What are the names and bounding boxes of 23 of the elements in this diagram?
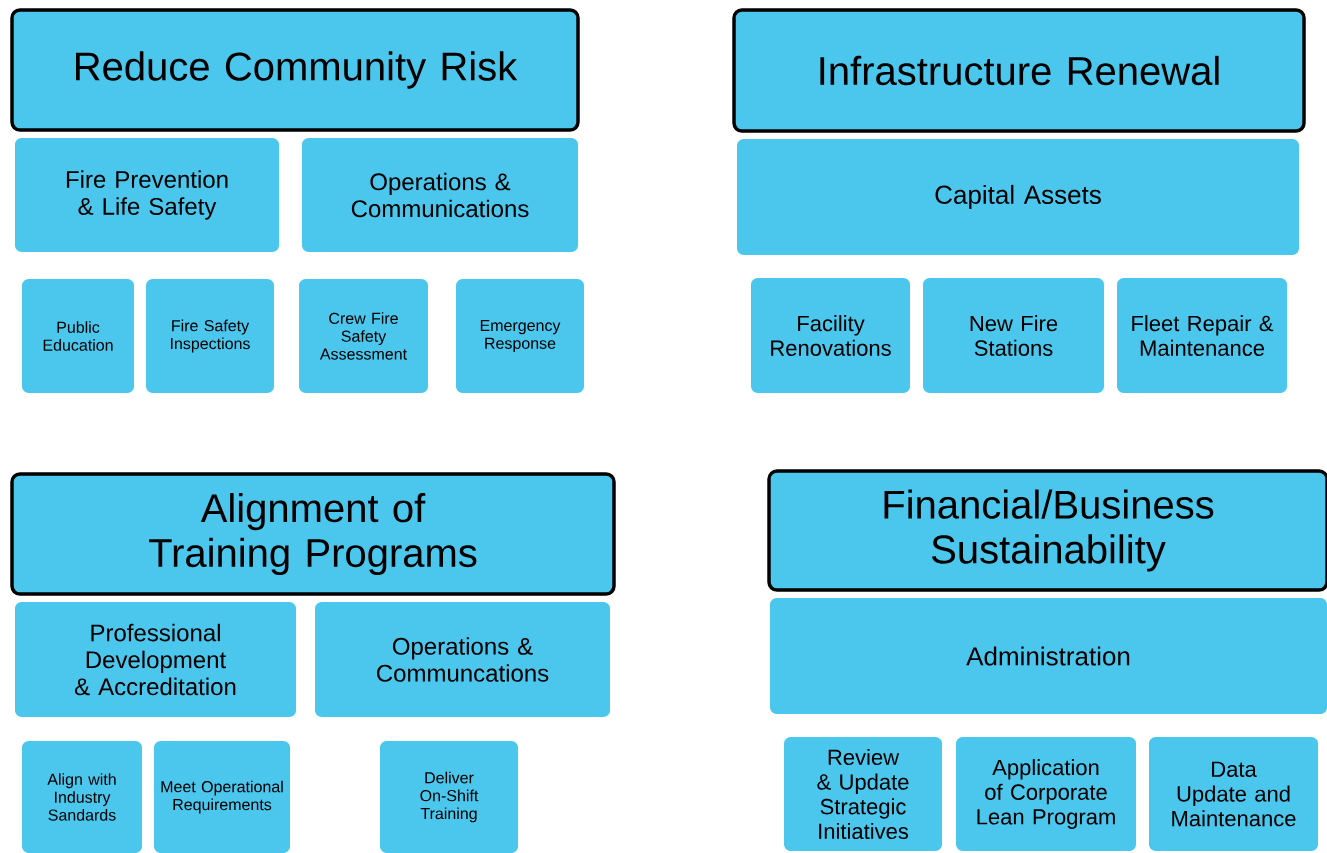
- category-box: Crew Fire Safety Assessment: [299, 279, 428, 393]
- heading-box: Reduce Community Risk: [10, 8, 580, 132]
- category-box: Operations & Communications: [302, 138, 578, 252]
- heading-box: Alignment of Training Programs: [10, 472, 616, 596]
- category-box: Fleet Repair & Maintenance: [1117, 278, 1287, 393]
- heading-box: Financial/Business Sustainability: [767, 469, 1327, 592]
- category-box: Align with Industry Sandards: [22, 741, 142, 853]
- category-box: Operations & Communcations: [315, 602, 610, 717]
- heading-box: Infrastructure Renewal: [732, 8, 1306, 133]
- category-box: Data Update and Maintenance: [1149, 737, 1318, 851]
- category-box: Capital Assets: [737, 139, 1299, 255]
- category-box: Application of Corporate Lean Program: [956, 737, 1136, 851]
- category-box: Public Education: [22, 279, 134, 393]
- category-box: Administration: [770, 598, 1327, 714]
- category-box: Fire Prevention & Life Safety: [15, 138, 279, 252]
- category-box: Deliver On-Shift Training: [380, 741, 518, 853]
- category-box: Review & Update Strategic Initiatives: [784, 737, 942, 851]
- category-box: Professional Development & Accreditation: [15, 602, 296, 717]
- category-box: Emergency Response: [456, 279, 584, 393]
- category-box: Facility Renovations: [751, 278, 910, 393]
- category-box: Fire Safety Inspections: [146, 279, 274, 393]
- category-box: Meet Operational Requirements: [154, 741, 290, 853]
- category-box: New Fire Stations: [923, 278, 1104, 393]
